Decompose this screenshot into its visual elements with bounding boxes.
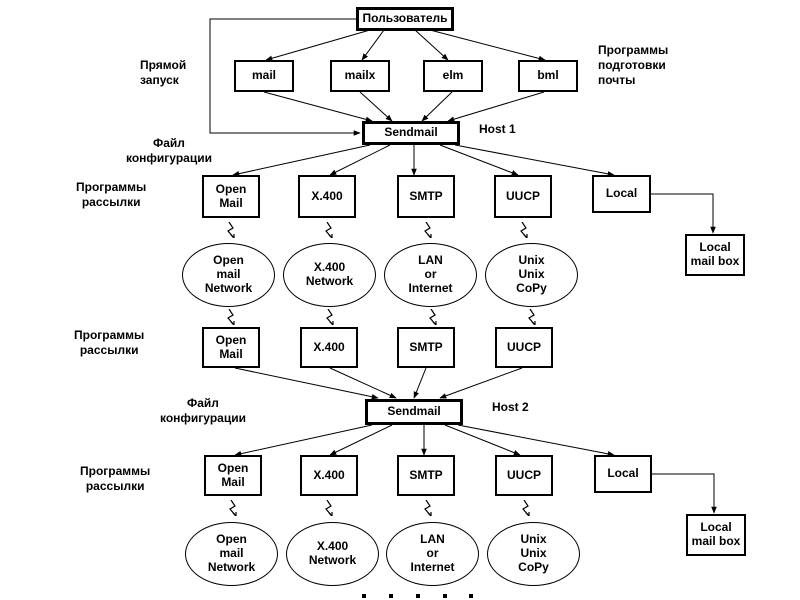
continuation-dot — [362, 594, 366, 598]
delivery-programs3-label: Программы рассылки — [80, 464, 151, 493]
prep-programs-label: Программы подготовки почты — [598, 43, 669, 87]
agent1-local-box: Local — [592, 175, 651, 213]
config-file1-label: Файл конфигурации — [126, 136, 212, 165]
lightning-icon — [326, 309, 334, 325]
agent1-uucp-box: UUCP — [494, 175, 552, 218]
arrow-user-to-bml — [429, 29, 546, 62]
arrow-elm-to-sendmail1 — [421, 91, 453, 122]
arrow-local1-to-mailbox — [651, 193, 716, 234]
client-bml-box: bml — [518, 60, 578, 92]
lightning-icon — [424, 500, 432, 516]
agent2-openmail-box: Open Mail — [202, 327, 260, 368]
agent3-openmail-box: Open Mail — [204, 455, 262, 496]
lightning-icon — [528, 309, 536, 325]
sendmail2-box: Sendmail — [365, 399, 463, 425]
sendmail1-box: Sendmail — [362, 121, 460, 145]
arrow-smtp2-to-sendmail2 — [413, 367, 427, 399]
agent1-x400-box: X.400 — [298, 175, 356, 218]
arrow-sendmail1-to-x400 — [329, 144, 391, 176]
agent2-uucp-box: UUCP — [495, 327, 553, 368]
lightning-icon — [520, 222, 528, 238]
arrow-local2-to-mailbox — [652, 473, 717, 514]
arrow-direct-launch — [209, 18, 361, 136]
lightning-icon — [429, 309, 437, 325]
direct-launch-label: Прямой запуск — [140, 58, 187, 87]
client-mail-box: mail — [234, 60, 294, 92]
lightning-icon — [227, 309, 235, 325]
arrow-openmail2-to-sendmail2 — [234, 367, 379, 400]
agent3-local-box: Local — [594, 455, 652, 493]
network2-lan-ellipse: LAN or Internet — [386, 522, 479, 586]
arrow-uucp2-to-sendmail2 — [439, 367, 523, 399]
continuation-dot — [416, 594, 420, 598]
network1-uucp-ellipse: Unix Unix CoPy — [485, 243, 578, 307]
user-box: Пользователь — [356, 7, 454, 31]
continuation-dot — [389, 594, 393, 598]
agent3-smtp-box: SMTP — [397, 455, 455, 496]
lightning-icon — [227, 222, 235, 238]
continuation-dot — [469, 594, 473, 598]
local-mailbox2-box: Local mail box — [686, 514, 746, 556]
network2-openmail-ellipse: Open mail Network — [185, 522, 278, 586]
host2-label: Host 2 — [492, 400, 529, 414]
arrow-user-to-mailx — [361, 29, 385, 61]
network2-x400-ellipse: X.400 Network — [286, 522, 379, 586]
lightning-icon — [229, 500, 237, 516]
client-mailx-box: mailx — [330, 60, 390, 92]
agent3-uucp-box: UUCP — [495, 455, 553, 496]
delivery-programs2-label: Программы рассылки — [74, 328, 145, 357]
delivery-programs1-label: Программы рассылки — [76, 180, 147, 209]
arrow-user-to-mail — [265, 29, 371, 61]
network2-uucp-ellipse: Unix Unix CoPy — [487, 522, 580, 586]
agent2-x400-box: X.400 — [300, 327, 358, 368]
arrow-bml-to-sendmail1 — [447, 91, 545, 122]
arrow-sendmail2-to-uucp — [444, 424, 521, 456]
arrow-sendmail2-to-x400 — [329, 424, 393, 456]
arrow-user-to-elm — [414, 29, 449, 61]
network1-openmail-ellipse: Open mail Network — [182, 243, 275, 307]
config-file2-label: Файл конфигурации — [160, 396, 246, 425]
lightning-icon — [424, 222, 432, 238]
continuation-dot — [443, 594, 447, 598]
client-elm-box: elm — [423, 60, 483, 92]
arrow-x4002-to-sendmail2 — [329, 367, 397, 399]
agent3-x400-box: X.400 — [300, 455, 358, 496]
network1-x400-ellipse: X.400 Network — [283, 243, 376, 307]
agent1-openmail-box: Open Mail — [202, 175, 260, 218]
local-mailbox1-box: Local mail box — [685, 234, 745, 276]
arrow-sendmail1-to-uucp — [439, 144, 519, 176]
lightning-icon — [522, 500, 530, 516]
arrow-sendmail2-to-openmail — [234, 424, 373, 457]
arrow-mailx-to-sendmail1 — [359, 91, 393, 122]
arrow-sendmail2-to-local — [457, 424, 615, 457]
arrow-sendmail1-to-openmail — [232, 144, 371, 177]
agent2-smtp-box: SMTP — [397, 327, 455, 368]
lightning-icon — [325, 222, 333, 238]
agent1-smtp-box: SMTP — [397, 175, 455, 218]
lightning-icon — [325, 500, 333, 516]
network1-lan-ellipse: LAN or Internet — [384, 243, 477, 307]
host1-label: Host 1 — [479, 122, 516, 136]
arrow-mail-to-sendmail1 — [263, 91, 373, 123]
arrow-sendmail1-to-local — [454, 144, 615, 177]
